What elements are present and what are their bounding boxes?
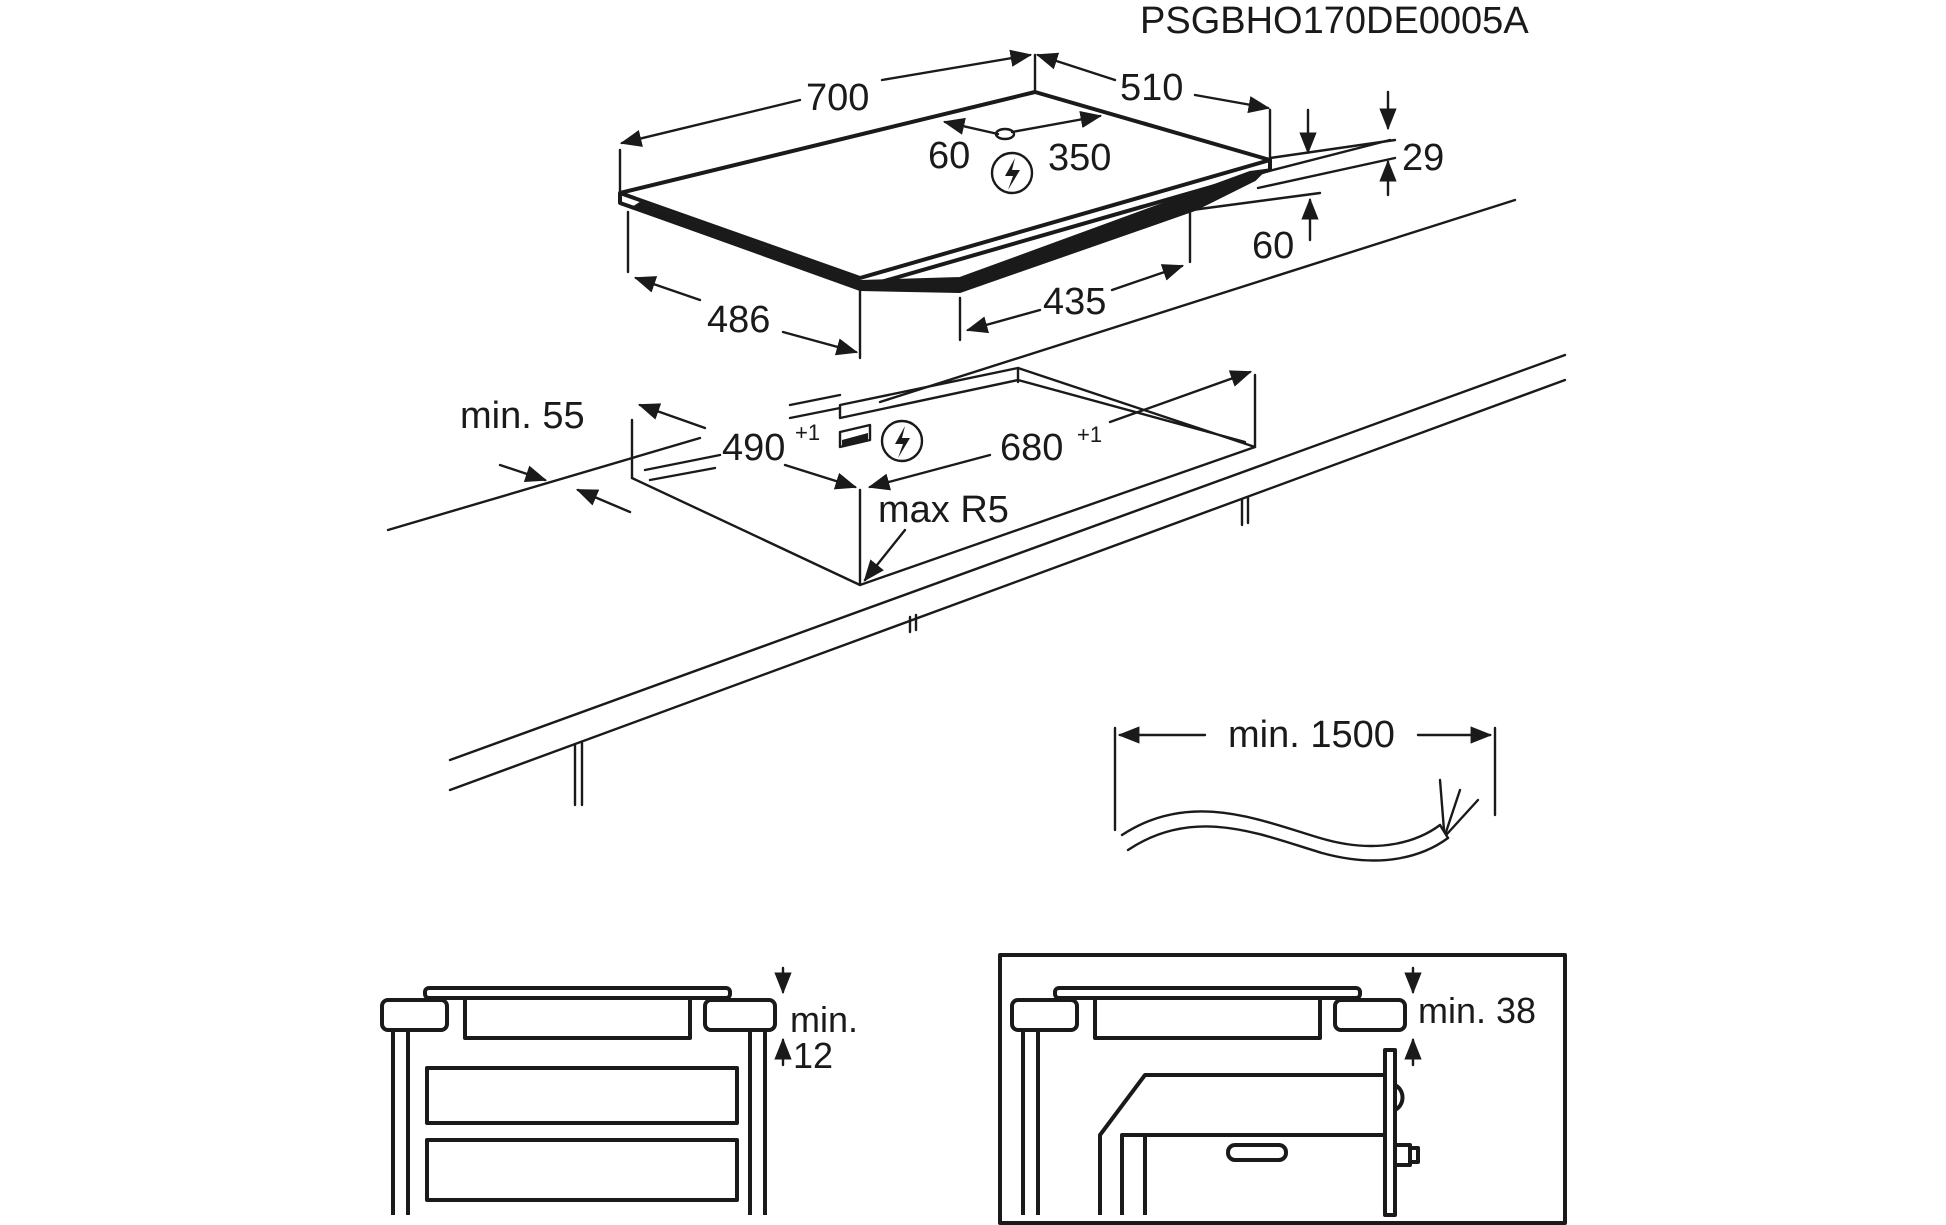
dim-conn-right-label: 350 <box>1048 137 1111 179</box>
dim-connection: 60 350 <box>928 110 1111 195</box>
electric-icon <box>990 151 1034 195</box>
dim-box-depth: 486 <box>633 276 859 356</box>
cutout-outline <box>630 366 1257 587</box>
install-left-gap-line1: min. <box>790 999 858 1040</box>
drawing-code: PSGBHO170DE0005A <box>1140 0 1529 42</box>
dim-box-width: 435 <box>965 264 1185 334</box>
worktop <box>386 198 1567 807</box>
dim-cutout-depth-tol: +1 <box>795 420 820 445</box>
dim-corner-radius-label: max R5 <box>878 489 1009 531</box>
dim-cutout-width: 680 +1 <box>867 370 1253 491</box>
install-left: min. 12 <box>380 966 858 1215</box>
dim-cutout-depth-label: 490 <box>722 427 785 469</box>
dim-hob-thickness-label: 29 <box>1402 137 1444 179</box>
install-right: min. 38 <box>998 953 1567 1225</box>
dim-conn-left-label: 60 <box>928 135 970 177</box>
dim-cutout-depth: 490 +1 <box>637 403 858 490</box>
dim-hob-depth-label: 510 <box>1120 67 1183 109</box>
dim-cutout-width-tol: +1 <box>1077 422 1102 447</box>
dim-hob-width: 700 <box>619 49 1033 147</box>
cable-illustration: min. 1500 <box>1113 714 1497 862</box>
hob-housing <box>629 168 1268 294</box>
hob-illustration <box>618 53 1397 360</box>
dim-corner-radius: max R5 <box>863 489 1009 582</box>
dim-hob-depth: 510 <box>1035 52 1271 114</box>
dim-min-front: min. 55 <box>460 395 632 514</box>
electric-icon <box>880 419 924 463</box>
dim-hob-thickness: 29 <box>1299 90 1444 197</box>
cable-length-label: min. 1500 <box>1228 714 1395 756</box>
install-right-gap-label: min. 38 <box>1418 990 1536 1031</box>
dim-hob-width-label: 700 <box>806 77 869 119</box>
dim-cutout-width-label: 680 <box>1000 427 1063 469</box>
dim-hob-box-height: 60 <box>1252 197 1319 267</box>
install-right-frame <box>998 953 1567 1225</box>
install-left-gap-line2: 12 <box>793 1035 833 1076</box>
dim-box-depth-label: 486 <box>707 299 770 341</box>
dim-min-front-label: min. 55 <box>460 395 585 437</box>
dim-box-width-label: 435 <box>1043 281 1106 323</box>
dim-hob-box-height-label: 60 <box>1252 225 1294 267</box>
